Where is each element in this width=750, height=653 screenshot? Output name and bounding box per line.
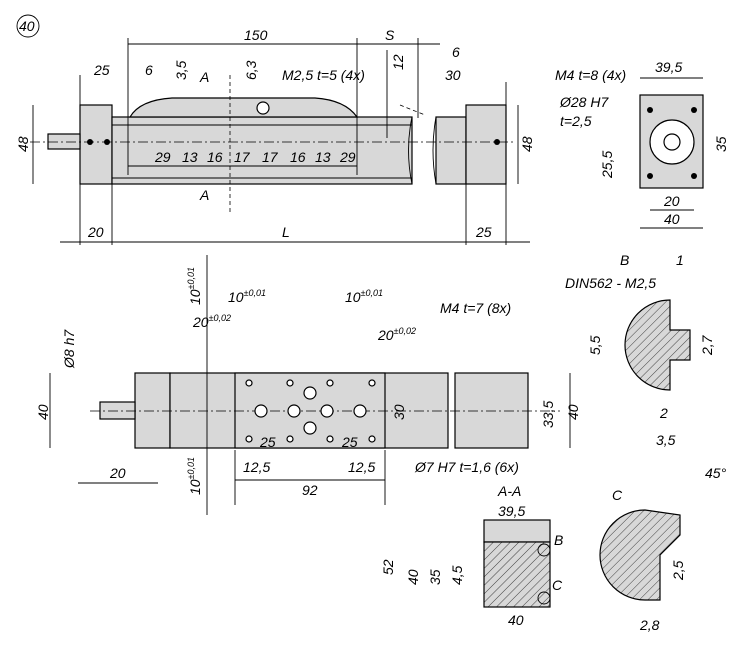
section-aa-dim-39-5: 39,5 bbox=[498, 503, 525, 519]
end-view: M4 t=8 (4x) Ø28 H7 t=2,5 39,5 35 25,5 20… bbox=[555, 59, 729, 229]
tol-10-bottom: 10±0,01 bbox=[186, 457, 203, 495]
dim-25-right: 25 bbox=[475, 224, 492, 240]
mounting-holes bbox=[245, 379, 376, 443]
spacing-8: 29 bbox=[339, 149, 356, 165]
detail-b-dim-2: 2 bbox=[659, 405, 668, 421]
spacing-5: 17 bbox=[262, 149, 279, 165]
plan-dim-40-right: 40 bbox=[565, 404, 581, 420]
plan-dim-12-5-left: 12,5 bbox=[243, 459, 270, 475]
section-aa-dim-52: 52 bbox=[380, 559, 396, 575]
shaft-diameter: Ø8 h7 bbox=[61, 329, 77, 369]
plan-view: 10±0,01 10±0,01 10±0,01 10±0,01 20±0,02 … bbox=[35, 255, 581, 515]
top-view: 150 S 6 30 12 25 6 3,5 6,3 A A M2,5 t=5 … bbox=[15, 27, 535, 245]
dim-20-left: 20±0,02 bbox=[192, 313, 231, 330]
section-aa-dim-40: 40 bbox=[405, 569, 421, 585]
dim-12: 12 bbox=[390, 54, 406, 70]
dim-30: 30 bbox=[445, 67, 461, 83]
plan-dim-92: 92 bbox=[302, 482, 318, 498]
dim-6-3: 6,3 bbox=[243, 60, 259, 80]
plan-thread-note: M4 t=7 (8x) bbox=[440, 300, 511, 316]
end-thread-note: M4 t=8 (4x) bbox=[555, 67, 626, 83]
section-a-bottom: A bbox=[199, 187, 209, 203]
detail-c-dim-2-8: 2,8 bbox=[639, 617, 660, 633]
size-badge-text: 40 bbox=[19, 18, 35, 34]
detail-c-label: C bbox=[612, 487, 623, 503]
thread-note-m2-5: M2,5 t=5 (4x) bbox=[282, 67, 365, 83]
dim-20-right: 20±0,02 bbox=[377, 326, 416, 343]
detail-b-dim-3-5: 3,5 bbox=[656, 432, 676, 448]
dowel-note: Ø7 H7 t=1,6 (6x) bbox=[414, 459, 519, 475]
detail-b-label: B bbox=[620, 252, 629, 268]
dim-48-left: 48 bbox=[15, 136, 31, 152]
section-aa-dim-4-5: 4,5 bbox=[449, 565, 465, 585]
dim-10-right: 10±0,01 bbox=[345, 288, 383, 305]
dim-150: 150 bbox=[244, 27, 268, 43]
end-dim-40: 40 bbox=[664, 211, 680, 227]
marker-c: C bbox=[552, 577, 563, 593]
dim-10-left: 10±0,01 bbox=[228, 288, 266, 305]
spacing-6: 16 bbox=[290, 149, 306, 165]
section-aa-dim-40-h: 40 bbox=[508, 612, 524, 628]
detail-b-dim-1: 1 bbox=[676, 252, 684, 268]
section-aa-dim-35: 35 bbox=[427, 569, 443, 585]
size-badge: 40 bbox=[16, 14, 40, 38]
marker-b: B bbox=[554, 532, 563, 548]
spacing-4: 17 bbox=[234, 149, 251, 165]
end-bore-depth: t=2,5 bbox=[560, 113, 592, 129]
dim-25-left: 25 bbox=[93, 62, 110, 78]
tol-10-top: 10±0,01 bbox=[186, 267, 203, 305]
detail-b-dim-2-7: 2,7 bbox=[699, 334, 715, 356]
plan-dim-25-right: 25 bbox=[341, 434, 358, 450]
dim-48-right: 48 bbox=[519, 136, 535, 152]
detail-b-note: DIN562 - M2,5 bbox=[565, 275, 656, 291]
dim-6-left: 6 bbox=[145, 62, 153, 78]
detail-c-dim-2-5: 2,5 bbox=[670, 560, 686, 581]
plan-dim-30: 30 bbox=[391, 404, 407, 420]
plan-dim-20-shaft: 20 bbox=[109, 465, 126, 481]
dim-20: 20 bbox=[87, 224, 104, 240]
section-a-top: A bbox=[199, 69, 209, 85]
spacing-7: 13 bbox=[315, 149, 331, 165]
section-a-a: A-A 39,5 52 40 35 4,5 40 B C bbox=[380, 483, 563, 628]
plan-dim-40-left: 40 bbox=[35, 404, 51, 420]
end-bore-note: Ø28 H7 bbox=[559, 94, 609, 110]
end-dim-25-5: 25,5 bbox=[599, 151, 615, 179]
plan-dim-25-left: 25 bbox=[259, 434, 276, 450]
end-dim-39-5: 39,5 bbox=[655, 59, 682, 75]
end-dim-35: 35 bbox=[713, 136, 729, 152]
spacing-2: 13 bbox=[182, 149, 198, 165]
dim-s: S bbox=[385, 27, 395, 43]
dim-6-right: 6 bbox=[452, 44, 460, 60]
detail-b-dim-5-5: 5,5 bbox=[587, 335, 603, 355]
spacing-1: 29 bbox=[154, 149, 171, 165]
dim-3-5: 3,5 bbox=[173, 60, 189, 80]
detail-c: C 45° 2,5 2,8 bbox=[599, 465, 727, 633]
detail-b: B DIN562 - M2,5 1 5,5 2,7 2 3,5 bbox=[565, 252, 715, 448]
dim-l: L bbox=[282, 224, 290, 240]
plan-dim-12-5-right: 12,5 bbox=[348, 459, 375, 475]
plan-dim-33-5: 33,5 bbox=[540, 401, 556, 428]
spacing-3: 16 bbox=[207, 149, 223, 165]
detail-c-angle: 45° bbox=[705, 465, 727, 481]
section-aa-label: A-A bbox=[497, 483, 521, 499]
end-dim-20: 20 bbox=[663, 193, 680, 209]
